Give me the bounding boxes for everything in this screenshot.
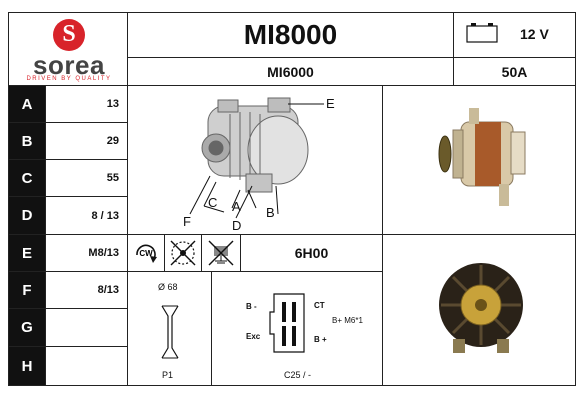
pulley-diameter: Ø 68 — [158, 282, 178, 292]
battery-icon — [466, 23, 498, 43]
alternator-rear-icon — [439, 263, 523, 353]
label-f: F — [183, 214, 191, 229]
row-label-a: A — [8, 85, 46, 123]
rotation-cell: CW — [127, 234, 165, 272]
dimension-diagram: E C A B F D — [127, 85, 383, 235]
alt-model-number: MI6000 — [127, 57, 454, 86]
terminal-b-minus: B - — [246, 302, 257, 311]
clockwise-rotation-icon: CW — [136, 244, 157, 263]
alternator-drawing — [189, 97, 324, 219]
row-value-b: 29 — [45, 122, 128, 160]
label-c: C — [208, 195, 218, 210]
pulley-code: P1 — [162, 370, 174, 380]
row-label-d: D — [8, 196, 46, 235]
ground-crossed-icon — [208, 240, 234, 266]
row-value-h — [45, 346, 128, 386]
alternator-side-photo — [382, 85, 576, 235]
sorea-logo-icon: S — [53, 19, 85, 51]
fan-crossed-icon — [170, 240, 196, 266]
row-value-d: 8 / 13 — [45, 196, 128, 235]
rotation-text: CW — [139, 249, 153, 258]
connector-cell: B - CT B+ M6*1 Exc B + C25 / - — [211, 271, 383, 386]
alternator-rear-photo — [382, 234, 576, 386]
row-label-b: B — [8, 122, 46, 160]
label-e: E — [326, 96, 335, 111]
voltage-cell: 12 V — [453, 12, 576, 58]
label-a: A — [232, 199, 241, 214]
alternator-side-icon — [438, 108, 526, 206]
row-label-h: H — [8, 346, 46, 386]
clock-code: 6H00 — [240, 234, 383, 272]
pulley-cell: Ø 68 P1 — [127, 271, 212, 386]
row-label-f: F — [8, 271, 46, 309]
terminal-exc: Exc — [246, 332, 261, 341]
row-value-c: 55 — [45, 159, 128, 197]
product-sheet: S sorea DRIVEN BY QUALITY MI8000 MI6000 … — [8, 12, 576, 386]
terminal-ct: CT — [314, 301, 325, 310]
row-label-e: E — [8, 234, 46, 272]
pulley-icon — [161, 305, 179, 359]
terminal-b-plus-thread: B+ M6*1 — [332, 316, 363, 325]
connector-plug-icon — [269, 293, 305, 353]
amperage-value: 50A — [453, 57, 576, 86]
model-number: MI8000 — [127, 12, 454, 58]
terminal-b-plus: B + — [314, 335, 327, 344]
ground-cell — [201, 234, 241, 272]
row-value-g — [45, 308, 128, 347]
voltage-value: 12 V — [520, 26, 549, 42]
row-value-a: 13 — [45, 85, 128, 123]
row-value-e: M8/13 — [45, 234, 128, 272]
fan-cell — [164, 234, 202, 272]
row-value-f: 8/13 — [45, 271, 128, 309]
connector-code: C25 / - — [284, 370, 312, 380]
row-label-g: G — [8, 308, 46, 347]
brand-name: sorea — [33, 50, 105, 80]
label-b: B — [266, 205, 275, 220]
brand-logo: S sorea DRIVEN BY QUALITY — [8, 12, 128, 86]
label-d: D — [232, 218, 242, 233]
brand-tagline: DRIVEN BY QUALITY — [26, 76, 112, 82]
row-label-c: C — [8, 159, 46, 197]
